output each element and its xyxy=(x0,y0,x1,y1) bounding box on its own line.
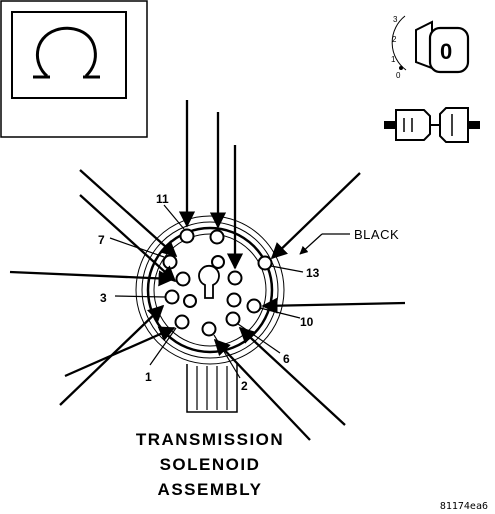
cavity-7 xyxy=(162,254,178,270)
probe-arrow-2 xyxy=(213,338,311,441)
pin-label-6: 6 xyxy=(283,352,290,366)
probe-arrow-center-left xyxy=(59,304,165,406)
key-position-1: 1 xyxy=(391,55,396,64)
pin-label-7: 7 xyxy=(98,233,105,247)
probe-arrow-3 xyxy=(79,194,177,283)
pin-label-1: 1 xyxy=(145,370,152,384)
ohm-meter-symbol xyxy=(0,0,148,138)
probe-arrow-13 xyxy=(270,172,361,260)
cavity-center-left xyxy=(183,294,197,308)
key-glyph: 0 xyxy=(440,39,452,64)
label-leaders xyxy=(109,204,350,379)
cavity-center-right xyxy=(226,292,242,308)
connector-face xyxy=(135,215,285,413)
cavity-2 xyxy=(201,321,217,337)
pin-label-10: 10 xyxy=(300,315,314,329)
probe-arrow-1 xyxy=(64,326,176,378)
connector-disconnect-icon xyxy=(384,107,480,143)
cavity-6 xyxy=(225,311,241,327)
cavity-11 xyxy=(179,228,195,244)
title-line-2: SOLENOID xyxy=(160,455,261,474)
terminal-cavities xyxy=(162,228,273,337)
cavity-center-top xyxy=(211,255,225,269)
probe-arrow-6 xyxy=(238,326,346,426)
probe-arrow-10 xyxy=(261,297,406,314)
cavity-1 xyxy=(174,314,190,330)
pin-label-13: 13 xyxy=(306,266,320,280)
key-position-2: 2 xyxy=(392,35,397,44)
key-position-3: 3 xyxy=(393,15,398,24)
ignition-key-icon: 3 2 1 0 0 xyxy=(391,15,470,80)
cavity-top-center xyxy=(209,229,225,245)
cavity-3 xyxy=(164,289,180,305)
pin-label-2: 2 xyxy=(241,379,248,393)
ohm-meter-icon xyxy=(33,26,100,79)
title-line-3: ASSEMBLY xyxy=(158,480,263,499)
key-position-0: 0 xyxy=(396,71,401,80)
cavity-left-upper xyxy=(175,271,191,287)
pin-label-3: 3 xyxy=(100,291,107,305)
pin-label-11: 11 xyxy=(156,192,169,206)
title-line-1: TRANSMISSION xyxy=(136,430,284,449)
figure-id: 81174ea6 xyxy=(440,501,488,512)
probe-arrow-left-upper xyxy=(9,270,175,287)
cavity-10 xyxy=(246,298,262,314)
connector-color-label: BLACK xyxy=(354,227,399,242)
probe-arrows xyxy=(9,100,406,441)
probe-arrow-7 xyxy=(79,169,178,258)
cavity-right-upper xyxy=(227,270,243,286)
cavity-13 xyxy=(257,255,273,271)
